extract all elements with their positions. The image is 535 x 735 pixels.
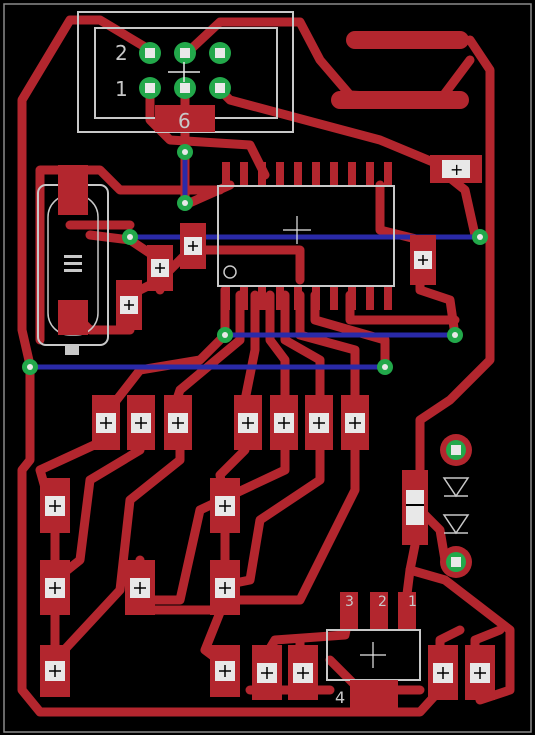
ic-chip <box>217 162 395 310</box>
smd-resistor[interactable] <box>252 645 282 700</box>
crystal <box>37 165 109 355</box>
smd-resistor[interactable] <box>410 235 436 285</box>
regulator-pad-2[interactable] <box>370 592 388 630</box>
header-label-2: 2 <box>115 41 128 65</box>
regulator-tab[interactable] <box>350 680 398 710</box>
header-label-6: 6 <box>178 109 191 133</box>
smd-diode[interactable] <box>402 470 428 545</box>
header-tab <box>155 105 215 132</box>
component-centers <box>49 241 486 679</box>
ic-outline <box>217 185 395 287</box>
regulator-pad-3[interactable] <box>340 592 358 630</box>
svg-text:+: + <box>450 160 463 179</box>
pin-header: 2 1 6 <box>77 11 294 133</box>
regulator-label-2: 2 <box>378 594 387 610</box>
smd-components: + <box>40 155 495 700</box>
crystal-pad-bottom[interactable] <box>58 300 88 335</box>
regulator-pad-1[interactable] <box>398 592 416 630</box>
voltage-regulator: 3 2 1 4 <box>326 592 421 710</box>
led-component <box>440 434 472 578</box>
crystal-pad-top[interactable] <box>58 165 88 215</box>
smd-capacitor[interactable]: + <box>430 155 482 183</box>
regulator-label-1: 1 <box>408 594 417 610</box>
header-label-1: 1 <box>115 77 128 101</box>
smd-resistor[interactable] <box>210 560 240 615</box>
vias <box>22 144 488 375</box>
led-silkscreen <box>442 477 470 535</box>
regulator-label-3: 3 <box>345 594 354 610</box>
regulator-label-4: 4 <box>335 688 345 707</box>
board-outline <box>3 3 532 733</box>
ic-pin1-marker <box>223 265 237 279</box>
